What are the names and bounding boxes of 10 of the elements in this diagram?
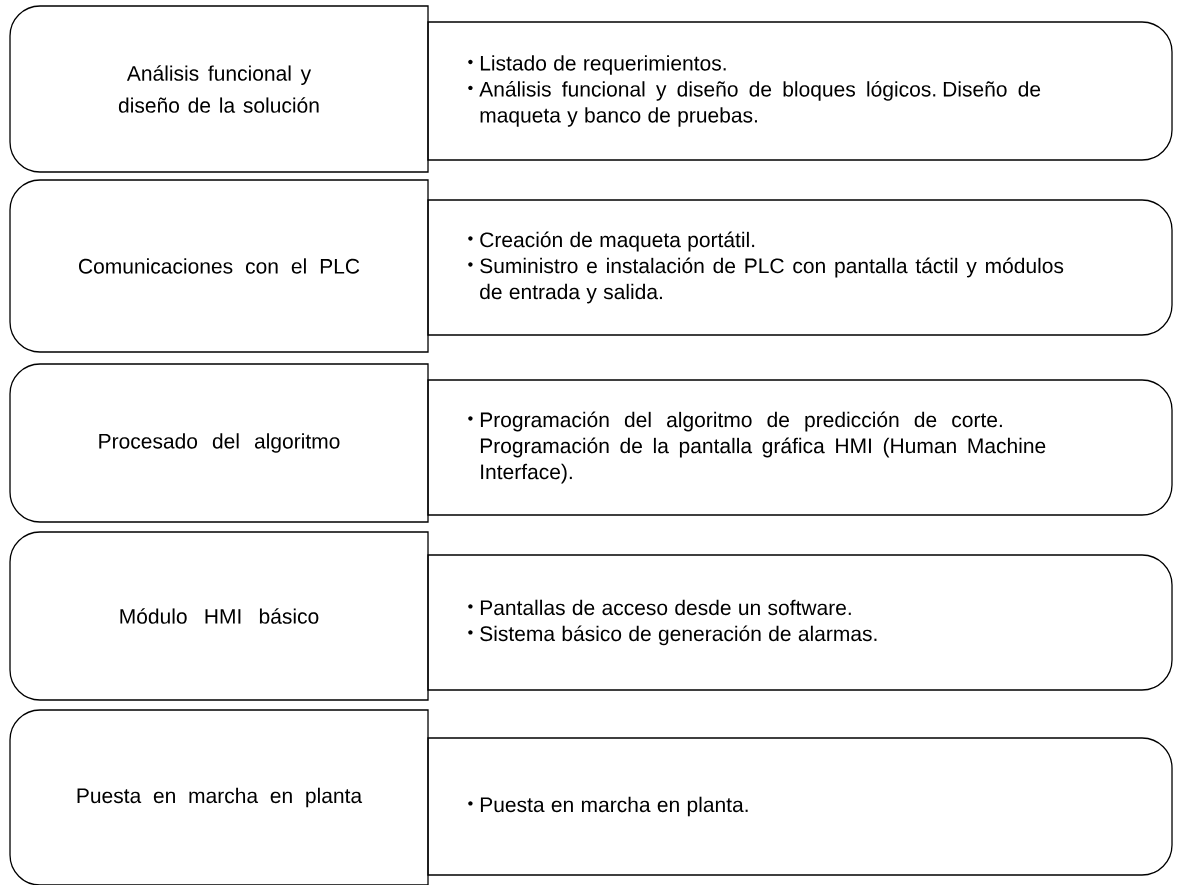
stage-box: Análisis funcional y diseño de la solución xyxy=(9,5,429,173)
task-box: Pantallas de acceso desde un software. Sistema básico de generación de alarmas. xyxy=(427,554,1173,691)
stage-box: Puesta en marcha en planta xyxy=(9,709,429,885)
stage-box: Comunicaciones con el PLC xyxy=(9,179,429,353)
stage-box: Procesado del algoritmo xyxy=(9,363,429,523)
task-box: Listado de requerimientos. Análisis funcional y diseño de bloques lógicos. Diseño de maqueta y banco de pruebas. xyxy=(427,21,1173,161)
task-box: Programación del algoritmo de predicción de corte. Programación de la pantalla gráfica HMI (Human Machine Interface). xyxy=(427,379,1173,516)
stage-box: Módulo HMI básico xyxy=(9,531,429,701)
task-box: Puesta en marcha en planta. xyxy=(427,737,1173,876)
task-box: Creación de maqueta portátil. Suministro e instalación de PLC con pantalla táctil y módulos de entrada y salida. xyxy=(427,199,1173,336)
